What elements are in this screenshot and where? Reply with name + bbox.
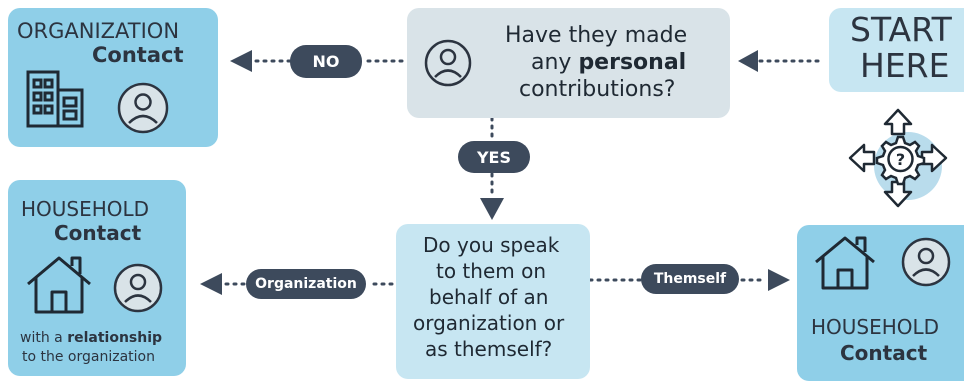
household-left-note-line1: with a relationship (20, 330, 163, 346)
start-label-line1: START (850, 10, 952, 49)
question1-line2: any personal (531, 50, 687, 75)
no-label: NO (290, 45, 362, 78)
note-pre: with a (20, 330, 68, 346)
question-speak-behalf (396, 224, 590, 379)
yes-label: YES (458, 141, 530, 173)
org-contact-line1: ORGANIZATION (17, 19, 180, 43)
start-label-line2: HERE (860, 46, 950, 85)
question1-line2-pre: any (531, 50, 579, 75)
arrowhead-to-household-right (768, 269, 790, 291)
question2-line4: organization or (413, 311, 565, 335)
organization-contact-box (8, 8, 218, 147)
question1-line1: Have they made (505, 23, 688, 48)
question-personal-contributions (407, 8, 730, 118)
person-icon (117, 82, 169, 134)
arrowhead-to-question2 (480, 198, 504, 220)
question2-line2: to them on (436, 259, 547, 283)
household-left-line1: HOUSEHOLD (21, 197, 150, 221)
person-icon (113, 263, 163, 313)
office-building-icon (26, 70, 84, 128)
note-bold: relationship (67, 330, 163, 346)
organization-label: Organization (246, 269, 366, 299)
household-right-line2: Contact (840, 341, 928, 365)
person-icon (424, 39, 472, 87)
org-contact-line2: Contact (92, 43, 184, 67)
person-icon (901, 237, 951, 287)
svg-text:?: ? (896, 150, 905, 169)
question2-line5: as themself? (425, 337, 553, 361)
arrowhead-to-household-left (200, 273, 222, 295)
household-right-line1: HOUSEHOLD (811, 315, 940, 339)
house-icon (27, 256, 91, 314)
household-left-note-line2: to the organization (22, 349, 155, 365)
question2-line3: behalf of an (429, 285, 549, 309)
start-box (829, 8, 964, 92)
arrowhead-to-question (738, 50, 758, 72)
gear-question-arrows-icon: ? (848, 108, 948, 208)
house-icon (815, 236, 875, 290)
question2-line1: Do you speak (423, 233, 560, 257)
question1-line2-bold: personal (578, 50, 687, 75)
question1-line3: contributions? (519, 77, 676, 102)
themself-label: Themself (641, 264, 739, 294)
arrowhead-to-org (230, 50, 252, 72)
household-left-line2: Contact (54, 221, 142, 245)
